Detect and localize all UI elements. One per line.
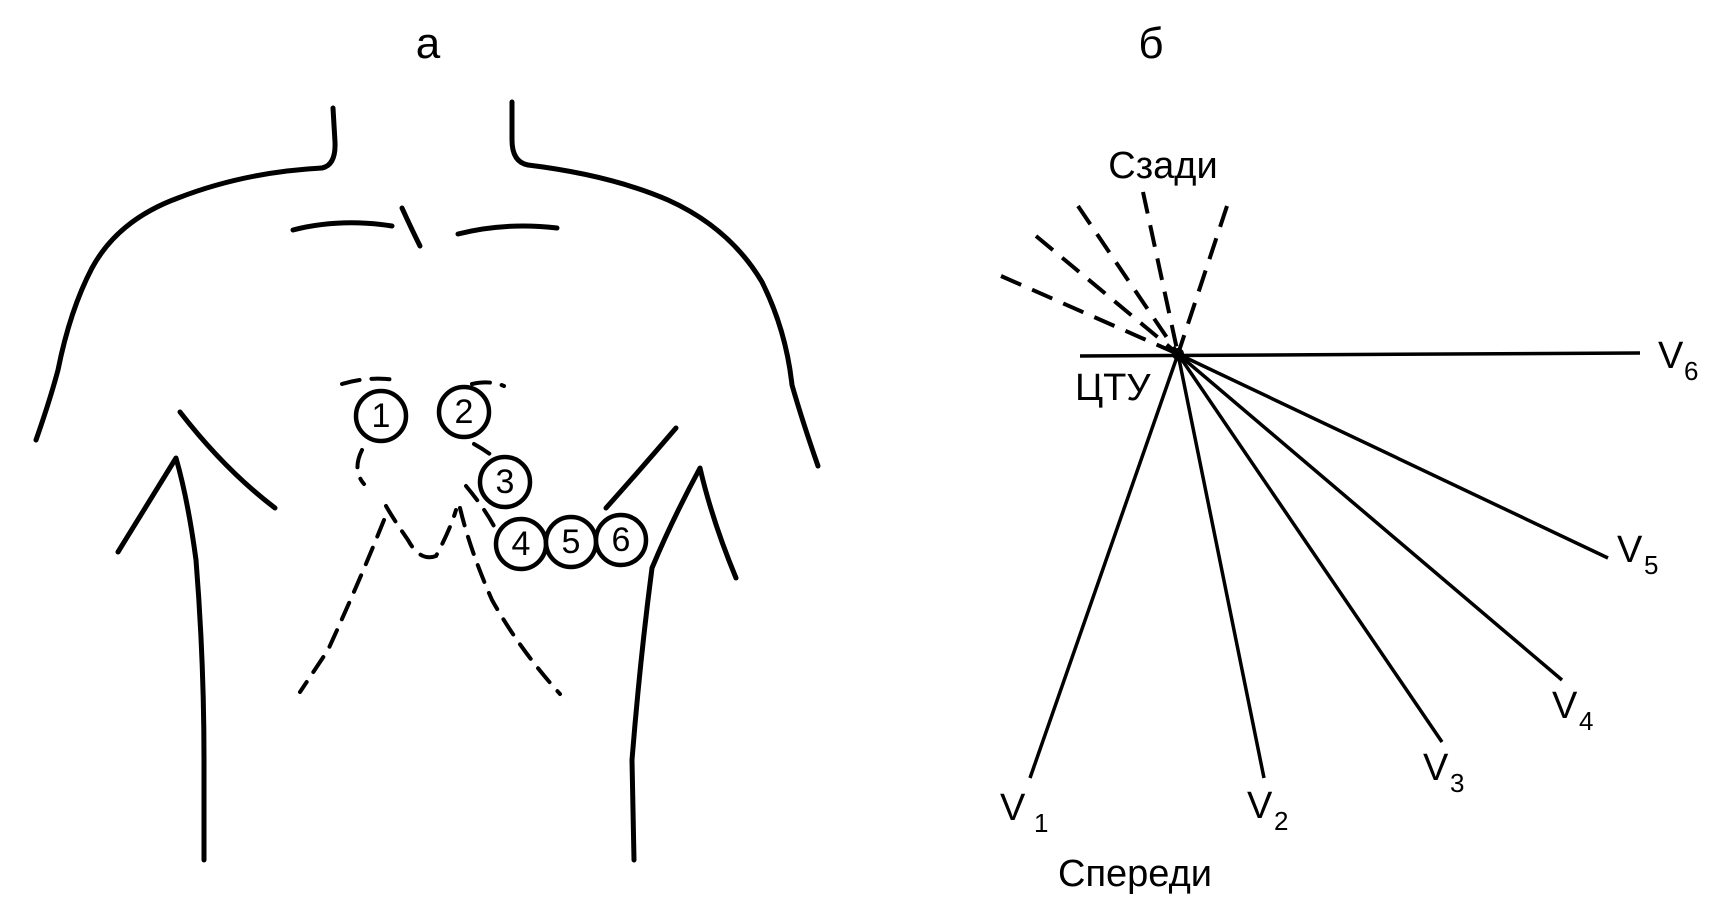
svg-text:3: 3 xyxy=(496,463,515,501)
anterior-label: Спереди xyxy=(1058,853,1212,895)
svg-text:V: V xyxy=(1658,335,1684,377)
svg-text:3: 3 xyxy=(1450,768,1464,798)
lead-label-v4: V 4 xyxy=(1552,685,1593,736)
lead-label-v1: V 1 xyxy=(1000,787,1048,838)
svg-text:4: 4 xyxy=(1579,706,1593,736)
lead-v4-axis xyxy=(1176,352,1564,682)
svg-text:V: V xyxy=(1423,747,1449,789)
svg-text:1: 1 xyxy=(1034,808,1048,838)
svg-text:5: 5 xyxy=(1644,550,1658,580)
svg-text:6: 6 xyxy=(1684,356,1698,386)
central-terminal-label: ЦТУ xyxy=(1075,367,1151,409)
lead-v5-axis xyxy=(1177,352,1609,560)
electrode-positions: 1 2 3 4 5 6 xyxy=(353,384,649,572)
electrode-4: 4 xyxy=(493,516,549,572)
svg-text:V: V xyxy=(1000,787,1026,829)
panel-b: б Сзади ЦТУ V 6 V 5 xyxy=(1000,19,1698,895)
torso-outline xyxy=(33,99,821,863)
posterior-dashed-rays xyxy=(1000,191,1229,356)
electrode-1: 1 xyxy=(353,388,409,444)
svg-text:V: V xyxy=(1552,685,1578,727)
svg-text:2: 2 xyxy=(1274,806,1288,836)
lead-labels: V 6 V 5 V 4 V 3 V 2 V 1 xyxy=(1000,335,1698,838)
rib-outlines xyxy=(298,376,562,696)
svg-text:V: V xyxy=(1617,529,1643,571)
lead-label-v6: V 6 xyxy=(1658,335,1698,386)
panel-a-label: а xyxy=(416,19,441,68)
electrode-5: 5 xyxy=(543,514,599,570)
lead-axes xyxy=(1028,351,1641,779)
svg-text:5: 5 xyxy=(562,523,581,561)
lead-label-v2: V 2 xyxy=(1247,785,1288,836)
electrode-3: 3 xyxy=(477,454,533,510)
lead-v3-axis xyxy=(1176,353,1444,743)
lead-v2-axis xyxy=(1176,353,1266,779)
electrode-6: 6 xyxy=(593,512,649,568)
panel-a: а xyxy=(33,19,821,863)
svg-text:2: 2 xyxy=(455,393,474,431)
svg-text:V: V xyxy=(1247,785,1273,827)
central-terminal-point xyxy=(1172,348,1184,360)
lead-v6-axis xyxy=(1079,351,1641,358)
panel-b-label: б xyxy=(1138,19,1163,68)
svg-text:1: 1 xyxy=(372,397,391,435)
electrode-2: 2 xyxy=(436,384,492,440)
svg-text:6: 6 xyxy=(612,521,631,559)
posterior-label: Сзади xyxy=(1108,145,1217,187)
lead-label-v5: V 5 xyxy=(1617,529,1658,580)
lead-label-v3: V 3 xyxy=(1423,747,1464,798)
lead-v1-axis xyxy=(1028,353,1180,779)
svg-text:4: 4 xyxy=(512,525,531,563)
